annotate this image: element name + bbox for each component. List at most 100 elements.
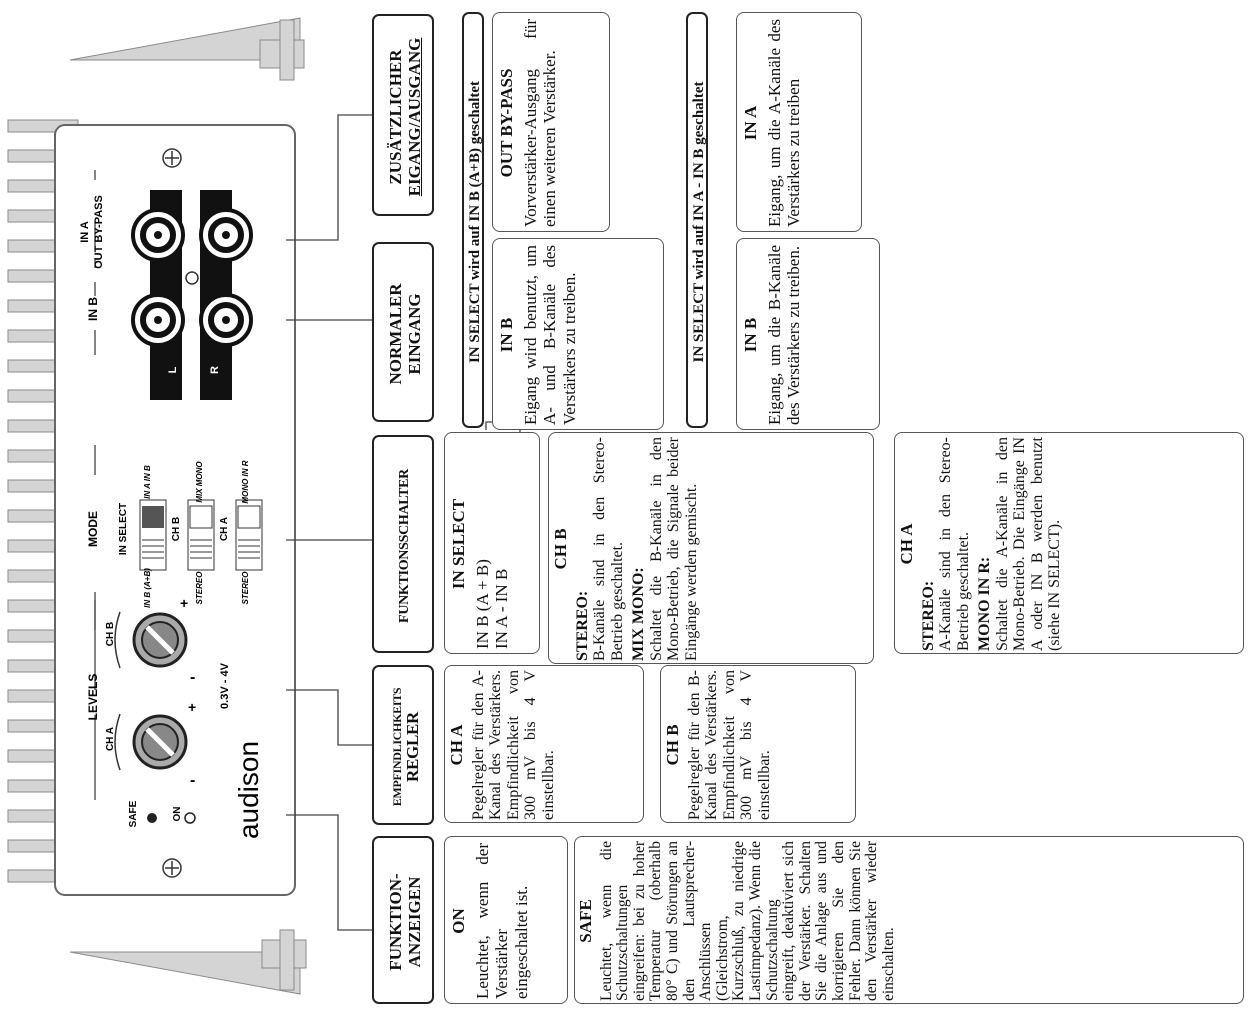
mount-screw-top bbox=[162, 148, 182, 168]
selector-in-b-ab: IN SELECT wird auf IN B (A+B) geschaltet bbox=[462, 12, 484, 428]
header-funktion-anzeigen: FUNKTION- ANZEIGEN bbox=[372, 836, 434, 1004]
box-safe-title: SAFE bbox=[576, 899, 595, 943]
levels-label: LEVELS bbox=[86, 674, 100, 721]
box-in-b-ab: IN B Eigang wird benutzt, um A- und B-Ka… bbox=[492, 238, 664, 430]
box-safe: SAFE Leuchtet, wenn die Schutzschaltunge… bbox=[574, 836, 1244, 1004]
rca-jacks: L R bbox=[131, 190, 253, 400]
selector-in-a-in-b: IN SELECT wird auf IN A - IN B geschalte… bbox=[686, 12, 708, 428]
header-empfindlichkeit: EMPFINDLICHKEITS REGLER bbox=[372, 665, 434, 825]
box-on-text: Leuchtet, wenn der Verstärker eingeschal… bbox=[472, 843, 531, 999]
box-ch-a-mode: CH A STEREO: A-Kanäle sind in den Stereo… bbox=[894, 432, 1244, 654]
box-ch-a-mode-sub2: MONO IN R: bbox=[976, 556, 993, 651]
level-knob-ch-b bbox=[132, 612, 188, 668]
rca-jack bbox=[131, 208, 185, 262]
box-on-title: ON bbox=[449, 908, 468, 934]
in-b-jack-label: IN B bbox=[86, 297, 100, 321]
box-in-b-ab-title: IN B bbox=[497, 317, 516, 353]
mode-label: MODE bbox=[86, 511, 100, 547]
box-ch-b-mode: CH B STEREO: B-Kanäle sind in den Stereo… bbox=[548, 432, 874, 664]
box-ch-b-mode-title: CH B bbox=[551, 528, 570, 570]
level-knob-ch-a bbox=[132, 714, 188, 770]
knob-a-minus: - bbox=[190, 772, 195, 789]
level-controls: LEVELS CH A CH B - + - + 0.3V - 4V bbox=[86, 595, 231, 800]
mode-switches: MODE IN SELECT IN B (A+B) IN A IN B CH B… bbox=[86, 445, 263, 630]
box-in-b-ab-text: Eigang wird benutzt, um A- und B-Kanäle … bbox=[520, 245, 579, 425]
box-ch-a-level-text: Pegelregler für den A-Kanal des Verstärk… bbox=[469, 670, 557, 820]
box-ch-b-mode-sub1: STEREO: bbox=[573, 590, 591, 661]
selector-in-b-ab-text: IN SELECT wird auf IN B (A+B) geschaltet bbox=[467, 80, 483, 364]
led-safe bbox=[147, 813, 157, 823]
box-ch-b-mode-text2: Schaltet die B-Kanäle in den Mono-Betrie… bbox=[647, 437, 700, 661]
header-funktion-line1: FUNKTION- bbox=[386, 873, 405, 971]
header-empfindlichkeit-line2: REGLER bbox=[403, 712, 422, 782]
switch-mix-mono: MIX MONO bbox=[195, 461, 204, 503]
knob-b-plus: + bbox=[180, 595, 188, 611]
led-on-label: ON bbox=[172, 807, 183, 822]
brand-logo: audison bbox=[233, 741, 264, 839]
amplifier-drawing: L R IN B IN A OUT BY-PASS MODE IN SELECT… bbox=[7, 17, 307, 995]
header-zusaetzlicher-line2: EIGANG/AUSGANG bbox=[405, 37, 424, 197]
header-normaler-line1: NORMALER bbox=[386, 283, 405, 385]
box-ch-a-level: CH A Pegelregler für den A-Kanal des Ver… bbox=[444, 665, 644, 823]
selector-in-a-in-b-text: IN SELECT wird auf IN A - IN B geschalte… bbox=[691, 81, 707, 363]
box-ch-a-mode-text1: A-Kanäle sind in den Stereo-Betrieb gesc… bbox=[937, 437, 972, 651]
switch-in-b-ab: IN B (A+B) bbox=[143, 568, 152, 608]
switch-stereo-b: STEREO bbox=[195, 571, 204, 605]
rca-jack bbox=[199, 293, 253, 347]
box-in-a-text: Eigang, um die A-Kanäle des Verstärkers … bbox=[764, 19, 804, 227]
box-in-select: IN SELECT IN B (A + B) IN A - IN B bbox=[444, 432, 540, 654]
box-in-select-title: IN SELECT bbox=[449, 498, 468, 590]
led-indicators: SAFE ON bbox=[128, 800, 196, 827]
box-in-a-title: IN A bbox=[741, 105, 760, 141]
box-in-select-line2: IN A - IN B bbox=[492, 568, 511, 649]
box-ch-a-level-title: CH A bbox=[447, 724, 466, 766]
header-zusaetzlicher-line1: ZUSÄTZLICHER bbox=[386, 49, 405, 185]
box-in-a: IN A Eigang, um die A-Kanäle des Verstär… bbox=[736, 12, 862, 232]
knob-b-minus: - bbox=[190, 669, 195, 686]
level-ch-a-label: CH A bbox=[105, 727, 116, 751]
header-normaler-eingang: NORMALER EINGANG bbox=[372, 242, 434, 422]
box-ch-a-mode-sub1: STEREO: bbox=[919, 580, 937, 651]
box-in-b-sep-title: IN B bbox=[741, 317, 760, 353]
box-in-b-sep: IN B Eigang, um die B-Kanäle des Verstär… bbox=[736, 238, 880, 430]
level-ch-b-label: CH B bbox=[105, 622, 116, 646]
switch-stereo-a: STEREO bbox=[241, 571, 250, 605]
header-funktionsschalter-line1: FUNKTIONSSCHALTER bbox=[397, 469, 412, 623]
switch-ch-b bbox=[187, 499, 215, 571]
led-on bbox=[184, 812, 196, 824]
box-ch-a-mode-title: CH A bbox=[897, 523, 916, 565]
switch-in-select-label: IN SELECT bbox=[118, 503, 129, 555]
voltage-range: 0.3V - 4V bbox=[219, 662, 231, 709]
box-ch-a-mode-text2: Schaltet die A-Kanäle in den Mono-Betrie… bbox=[993, 437, 1064, 651]
box-out-bypass-title: OUT BY-PASS bbox=[497, 68, 516, 178]
box-on: ON Leuchtet, wenn der Verstärker eingesc… bbox=[444, 836, 568, 1004]
mount-screw-bottom bbox=[162, 858, 182, 878]
switch-in-select bbox=[139, 499, 167, 571]
box-safe-text: Leuchtet, wenn die Schutzschaltungen ein… bbox=[597, 841, 897, 1001]
header-funktion-line2: ANZEIGEN bbox=[405, 876, 424, 968]
in-a-jack-label: IN A bbox=[79, 221, 91, 243]
rca-jack bbox=[131, 293, 185, 347]
box-in-select-line1: IN B (A + B) bbox=[472, 559, 492, 649]
switch-ch-a-label: CH A bbox=[219, 517, 230, 541]
box-ch-b-level-title: CH B bbox=[663, 724, 682, 766]
box-ch-b-mode-text1: B-Kanäle sind in den Stereo-Betrieb gesc… bbox=[591, 437, 626, 661]
switch-in-a-in-b: IN A IN B bbox=[143, 465, 152, 499]
box-ch-b-level-text: Pegelregler für den B-Kanal des Verstärk… bbox=[685, 670, 773, 820]
header-normaler-line2: EINGANG bbox=[405, 293, 424, 375]
out-bypass-jack-label: OUT BY-PASS bbox=[93, 195, 105, 269]
box-out-bypass-text: Vorverstärker-Ausgang für einen weiteren… bbox=[520, 19, 560, 227]
switch-ch-a bbox=[235, 499, 263, 571]
header-funktionsschalter: FUNKTIONSSCHALTER bbox=[372, 435, 434, 653]
knob-a-plus: + bbox=[188, 699, 196, 715]
box-in-b-sep-text: Eigang, um die B-Kanäle des Verstärkers … bbox=[764, 245, 804, 425]
switch-ch-b-label: CH B bbox=[171, 517, 182, 541]
box-out-bypass: OUT BY-PASS Vorverstärker-Ausgang für ei… bbox=[492, 12, 610, 232]
box-ch-b-mode-sub2: MIX MONO: bbox=[630, 567, 647, 661]
box-ch-b-level: CH B Pegelregler für den B-Kanal des Ver… bbox=[660, 665, 856, 823]
switch-mono-in-r: MONO IN R bbox=[241, 460, 250, 503]
header-zusaetzlicher: ZUSÄTZLICHER EIGANG/AUSGANG bbox=[372, 14, 434, 216]
led-safe-label: SAFE bbox=[128, 800, 139, 827]
rca-jack bbox=[199, 208, 253, 262]
jack-label-right: R bbox=[209, 366, 221, 374]
